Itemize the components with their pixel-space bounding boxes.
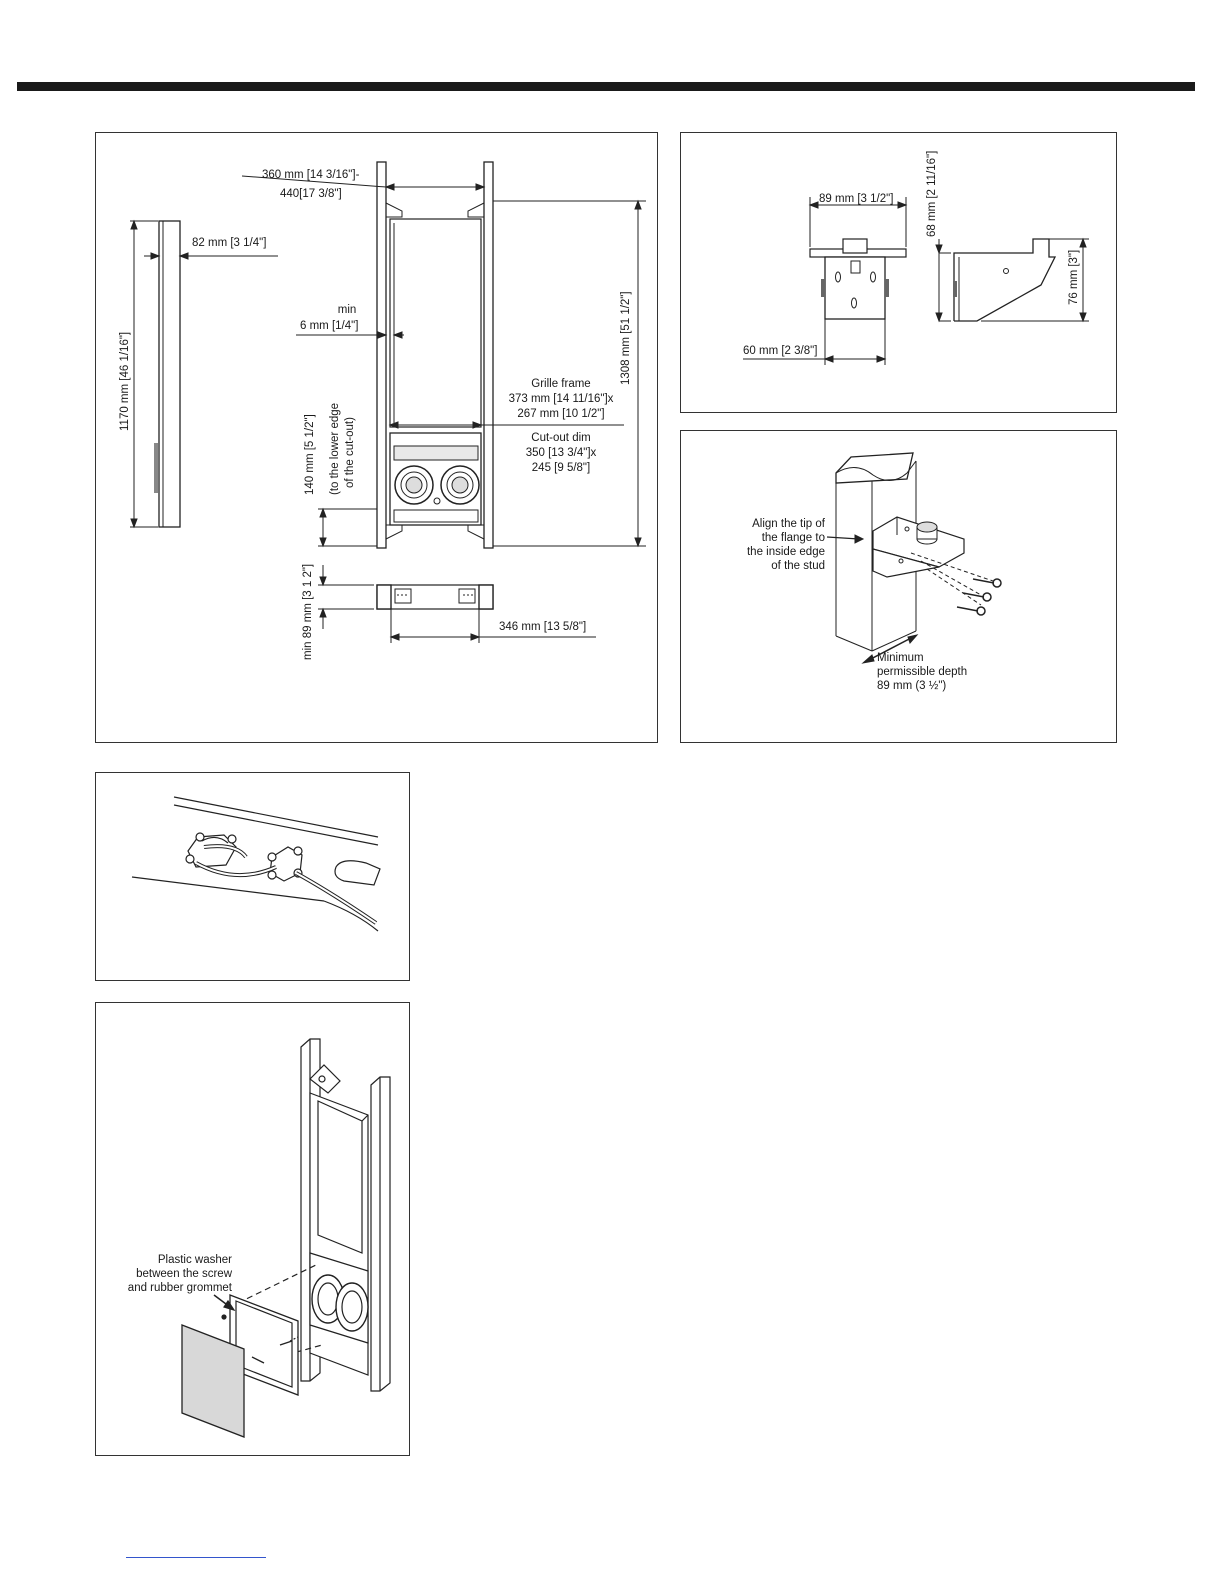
lower-edge-label-1: 140 mm [5 1/2"] [304,414,316,495]
grille-panel: Plastic washer between the screw and rub… [95,1002,410,1456]
bracket-height-side-label: 76 mm [3"] [1068,249,1080,305]
bracket-panel: 89 mm [3 1/2"] 68 mm [2 11/16"] 76 mm [3… [680,132,1117,413]
washer-line-3: and rubber grommet [127,1282,232,1294]
dimensions-drawing [130,161,646,643]
grille-width: 373 mm [14 11/16"]x [508,393,614,405]
connector-panel [95,772,410,981]
lower-edge-label-3: of the cut-out) [344,417,356,488]
align-line-1: Align the tip of [752,518,825,530]
bracket-width-label: 89 mm [3 1/2"] [819,193,894,205]
cutout-width: 350 [13 3/4"]x [525,447,597,459]
washer-line-2: between the screw [136,1268,232,1280]
min-label: min [337,304,357,316]
grille-height: 267 mm [10 1/2"] [517,408,605,420]
grille-title: Grille frame [531,378,591,390]
depth-line-1: Minimum [877,652,924,664]
cutout-title: Cut-out dim [531,432,591,444]
bracket-base-label: 60 mm [2 3/8"] [743,345,818,357]
align-line-2: the flange to [761,532,825,544]
width-range-bottom-label: 440[17 3/8"] [280,188,342,200]
stud-panel: Align the tip of the flange to the insid… [680,430,1117,743]
bracket-height-top-label: 68 mm [2 11/16"] [926,150,938,237]
total-height-label: 1308 mm [51 1/2"] [620,291,632,385]
cutout-height: 245 [9 5/8"] [531,462,591,474]
align-line-4: of the stud [771,560,825,572]
lower-edge-label-2: (to the lower edge [329,402,341,495]
min-depth-label: min 89 mm [3 1 2"] [302,563,314,660]
connector-drawing [131,796,381,932]
washer-line-1: Plastic washer [157,1254,232,1266]
footer-link-rule [126,1557,266,1558]
dimensions-panel: 360 mm [14 3/16"]- 440[17 3/8"] 82 mm [3… [95,132,658,743]
depth-line-3: 89 mm (3 ½") [877,680,947,692]
depth-label: 82 mm [3 1/4"] [192,237,267,249]
align-line-3: the inside edge [746,546,825,558]
grille-drawing [181,1038,391,1438]
bracket-drawing [743,197,1089,365]
width-range-top-label: 360 mm [14 3/16"]- [262,169,360,181]
header-rule [17,82,1195,91]
stud-drawing [826,452,1002,664]
depth-line-2: permissible depth [877,666,968,678]
side-height-label: 1170 mm [46 1/16"] [119,331,131,431]
bottom-width-label: 346 mm [13 5/8"] [499,621,587,633]
min-gap-label: 6 mm [1/4"] [300,320,359,332]
